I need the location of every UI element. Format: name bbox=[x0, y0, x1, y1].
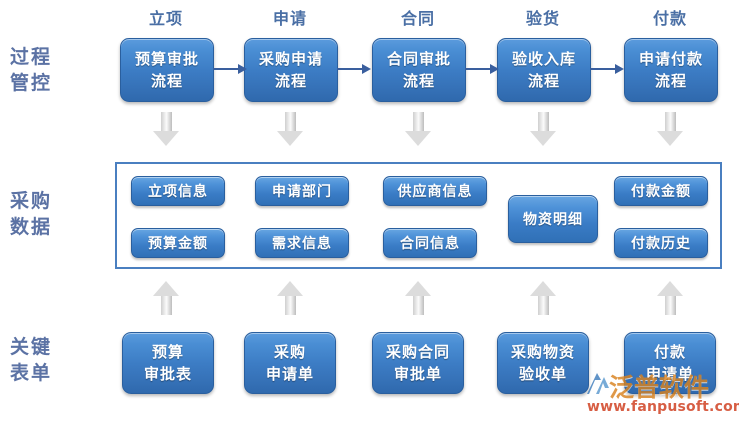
arrow-shaft bbox=[285, 295, 296, 315]
form-box-line-2: 验收单 bbox=[518, 365, 567, 383]
form-box-line-1: 采购合同 bbox=[385, 343, 450, 361]
column-caption-3: 合同 bbox=[400, 9, 435, 28]
arrow-down-icon-4 bbox=[530, 112, 556, 146]
connector-arrow-right-3 bbox=[465, 63, 499, 75]
arrow-up-icon-3 bbox=[405, 281, 431, 315]
arrow-head-right-icon bbox=[362, 63, 371, 74]
arrow-up-icon-4 bbox=[530, 281, 556, 315]
form-box-line-2: 申请单 bbox=[265, 365, 314, 383]
process-box-line-2: 流程 bbox=[654, 72, 687, 90]
arrow-head-right-icon bbox=[490, 63, 499, 74]
arrow-shaft bbox=[413, 112, 424, 132]
arrow-shaft bbox=[161, 295, 172, 315]
data-pill-payment-amount[interactable]: 付款金额 bbox=[614, 176, 708, 206]
process-box-payment-request[interactable]: 申请付款 流程 bbox=[624, 38, 718, 102]
procurement-data-container: 立项信息 申请部门 供应商信息 付款金额 物资明细 预算金额 需求信息 合同信息… bbox=[115, 162, 722, 269]
row-label-process-control: 过程 管控 bbox=[10, 44, 106, 96]
process-box-line-1: 采购申请 bbox=[258, 50, 323, 68]
connector-arrow-right-1 bbox=[213, 63, 247, 75]
arrow-head bbox=[153, 131, 179, 146]
arrow-head bbox=[530, 131, 556, 146]
data-pill-demand-info[interactable]: 需求信息 bbox=[255, 228, 349, 258]
arrow-head bbox=[277, 281, 303, 296]
process-box-line-2: 流程 bbox=[527, 72, 560, 90]
form-box-line-2: 审批单 bbox=[393, 365, 442, 383]
row-label-key-forms: 关键 表单 bbox=[10, 334, 106, 386]
arrow-shaft bbox=[665, 295, 676, 315]
form-box-line-1: 采购 bbox=[273, 343, 306, 361]
arrow-down-icon-1 bbox=[153, 112, 179, 146]
arrow-head bbox=[405, 281, 431, 296]
form-box-payment-request[interactable]: 付款 申请单 bbox=[624, 332, 716, 394]
arrow-head bbox=[405, 131, 431, 146]
arrow-up-icon-1 bbox=[153, 281, 179, 315]
row-label-procurement-data: 采购 数据 bbox=[10, 188, 106, 240]
data-pill-payment-history[interactable]: 付款历史 bbox=[614, 228, 708, 258]
row-label-line-1: 关键 bbox=[10, 336, 53, 358]
connector-line bbox=[590, 68, 616, 70]
row-label-line-2: 表单 bbox=[10, 362, 53, 384]
arrow-shaft bbox=[413, 295, 424, 315]
process-box-line-2: 流程 bbox=[274, 72, 307, 90]
row-label-line-2: 数据 bbox=[10, 216, 53, 238]
form-box-budget-approval-sheet[interactable]: 预算 审批表 bbox=[122, 332, 214, 394]
form-box-line-1: 付款 bbox=[653, 343, 686, 361]
form-box-line-2: 审批表 bbox=[143, 365, 192, 383]
column-caption-5: 付款 bbox=[652, 9, 687, 28]
column-caption-4: 验货 bbox=[525, 9, 560, 28]
connector-line bbox=[337, 68, 363, 70]
form-box-line-1: 预算 bbox=[151, 343, 184, 361]
connector-arrow-right-4 bbox=[590, 63, 624, 75]
arrow-shaft bbox=[161, 112, 172, 132]
form-box-purchase-request-form[interactable]: 采购 申请单 bbox=[244, 332, 336, 394]
column-caption-1: 立项 bbox=[148, 9, 183, 28]
arrow-head bbox=[657, 131, 683, 146]
row-label-line-1: 采购 bbox=[10, 190, 53, 212]
form-box-line-1: 采购物资 bbox=[510, 343, 575, 361]
watermark-url: www.fanpusoft.com bbox=[587, 399, 739, 415]
process-box-line-1: 验收入库 bbox=[511, 50, 576, 68]
data-pill-request-dept[interactable]: 申请部门 bbox=[255, 176, 349, 206]
arrow-down-icon-2 bbox=[277, 112, 303, 146]
process-box-contract-approval[interactable]: 合同审批 流程 bbox=[372, 38, 466, 102]
process-box-line-1: 申请付款 bbox=[638, 50, 703, 68]
process-box-purchase-request[interactable]: 采购申请 流程 bbox=[244, 38, 338, 102]
process-box-line-2: 流程 bbox=[150, 72, 183, 90]
data-pill-material-detail[interactable]: 物资明细 bbox=[508, 195, 598, 243]
column-caption-2: 申请 bbox=[272, 9, 307, 28]
process-box-line-1: 合同审批 bbox=[386, 50, 451, 68]
form-box-material-receipt[interactable]: 采购物资 验收单 bbox=[497, 332, 589, 394]
arrow-down-icon-5 bbox=[657, 112, 683, 146]
process-box-budget-approval[interactable]: 预算审批 流程 bbox=[120, 38, 214, 102]
arrow-shaft bbox=[665, 112, 676, 132]
arrow-shaft bbox=[285, 112, 296, 132]
row-label-line-1: 过程 bbox=[10, 46, 53, 68]
arrow-head-right-icon bbox=[615, 63, 624, 74]
row-label-line-2: 管控 bbox=[10, 72, 53, 94]
form-box-purchase-contract-approval[interactable]: 采购合同 审批单 bbox=[372, 332, 464, 394]
process-box-line-1: 预算审批 bbox=[134, 50, 199, 68]
data-pill-supplier-info[interactable]: 供应商信息 bbox=[383, 176, 487, 206]
connector-line bbox=[465, 68, 491, 70]
arrow-head-right-icon bbox=[238, 63, 247, 74]
connector-arrow-right-2 bbox=[337, 63, 371, 75]
data-pill-contract-info[interactable]: 合同信息 bbox=[383, 228, 477, 258]
arrow-head bbox=[277, 131, 303, 146]
arrow-up-icon-5 bbox=[657, 281, 683, 315]
arrow-shaft bbox=[538, 112, 549, 132]
connector-line bbox=[213, 68, 239, 70]
form-box-line-2: 申请单 bbox=[645, 365, 694, 383]
process-box-receipt-storage[interactable]: 验收入库 流程 bbox=[497, 38, 591, 102]
arrow-head bbox=[657, 281, 683, 296]
arrow-head bbox=[530, 281, 556, 296]
process-box-line-2: 流程 bbox=[402, 72, 435, 90]
data-pill-budget-amount[interactable]: 预算金额 bbox=[131, 228, 225, 258]
data-pill-project-info[interactable]: 立项信息 bbox=[131, 176, 225, 206]
arrow-down-icon-3 bbox=[405, 112, 431, 146]
arrow-shaft bbox=[538, 295, 549, 315]
arrow-head bbox=[153, 281, 179, 296]
arrow-up-icon-2 bbox=[277, 281, 303, 315]
